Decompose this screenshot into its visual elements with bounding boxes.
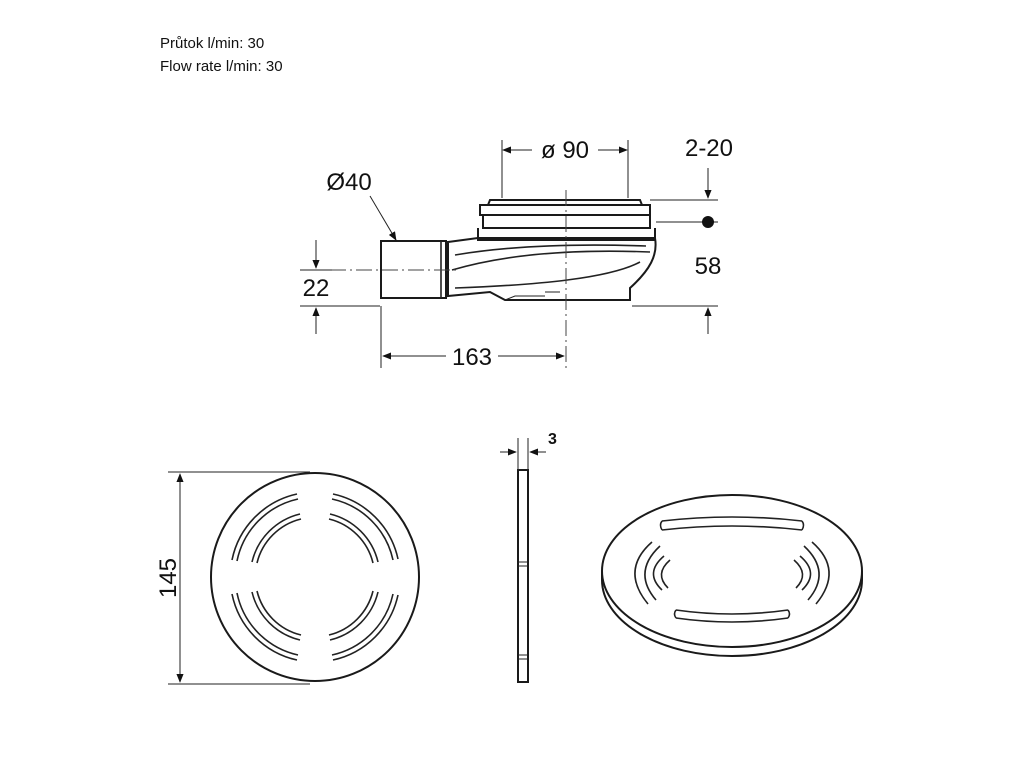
pipe-diameter-label: Ø40 <box>326 169 371 196</box>
outlet-length-label: 163 <box>452 344 492 371</box>
dimension-grate-size: 145 <box>155 471 310 685</box>
dimension-total-height: 58 <box>632 253 721 334</box>
outlet-height-label: 22 <box>303 275 330 302</box>
dimension-adjustment: 2-20 <box>650 135 733 228</box>
flow-rate-note-cz: Průtok l/min: 30 <box>160 35 265 52</box>
adjustment-label: 2-20 <box>685 135 733 162</box>
dimension-pipe-diameter: Ø40 <box>326 169 397 241</box>
dimension-outlet-length: 163 <box>380 306 565 371</box>
total-height-label: 58 <box>695 253 722 280</box>
grate-edge-view: 3 <box>500 431 557 683</box>
grate-perspective-view <box>601 494 863 657</box>
grate-thickness-label: 3 <box>548 431 557 448</box>
grate-size-label: 145 <box>155 558 182 598</box>
grate-top-view <box>210 472 420 682</box>
grate-diameter-label: ø 90 <box>541 137 589 164</box>
dimension-grate-diameter: ø 90 <box>501 137 629 198</box>
dimension-outlet-height: 22 <box>300 240 380 334</box>
dimension-dot <box>702 216 714 228</box>
drain-side-view <box>330 190 657 368</box>
flow-rate-note-en: Flow rate l/min: 30 <box>160 58 283 75</box>
